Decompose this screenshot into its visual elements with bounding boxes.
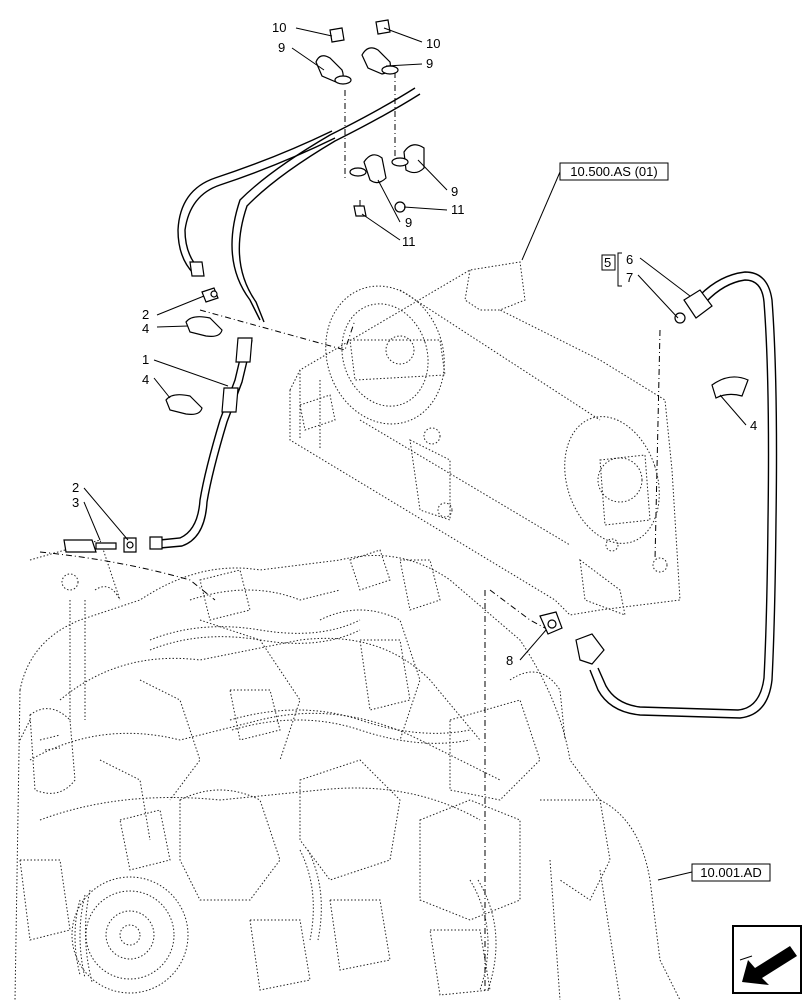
- callout-10: 10: [426, 36, 440, 51]
- callout-1: 1: [142, 352, 149, 367]
- reference-label: 10.001.AD: [700, 865, 761, 880]
- callout-9: 9: [405, 215, 412, 230]
- hose-assembly-5: [539, 271, 778, 719]
- callout-2: 2: [142, 307, 149, 322]
- callout-10: 10: [272, 20, 286, 35]
- leader-lines: [83, 27, 747, 881]
- callout-11: 11: [451, 202, 465, 217]
- callout-4: 4: [750, 418, 757, 433]
- arrow-down-left-icon[interactable]: [732, 925, 802, 994]
- hose-assembly-1: [149, 87, 421, 550]
- reference-10-001-ad: 10.001.AD: [691, 863, 771, 882]
- reference-10-500-as: 10.500.AS (01): [559, 162, 669, 181]
- callout-11: 11: [402, 234, 416, 249]
- callout-4: 4: [142, 372, 149, 387]
- callout-4: 4: [142, 321, 149, 336]
- group-number: 5: [604, 255, 611, 270]
- callout-6: 6: [626, 252, 633, 267]
- callout-2: 2: [72, 480, 79, 495]
- def-tank-assembly: [289, 261, 681, 616]
- callout-labels: 10 10 9 9 9 9 11 11 2 4 1 4 2 3 6 7 4 8: [72, 20, 757, 668]
- callout-3: 3: [72, 495, 79, 510]
- callout-9: 9: [451, 184, 458, 199]
- reference-label: 10.500.AS (01): [570, 164, 657, 179]
- callout-9: 9: [426, 56, 433, 71]
- assembly-center-lines: [39, 72, 661, 990]
- engine-assembly: [14, 539, 681, 1000]
- callout-7: 7: [626, 270, 633, 285]
- callout-9: 9: [278, 40, 285, 55]
- sensor-and-clips-left: [63, 287, 223, 553]
- group-box-5: 5: [601, 252, 622, 287]
- callout-8: 8: [506, 653, 513, 668]
- clamp-hardware: [315, 19, 425, 217]
